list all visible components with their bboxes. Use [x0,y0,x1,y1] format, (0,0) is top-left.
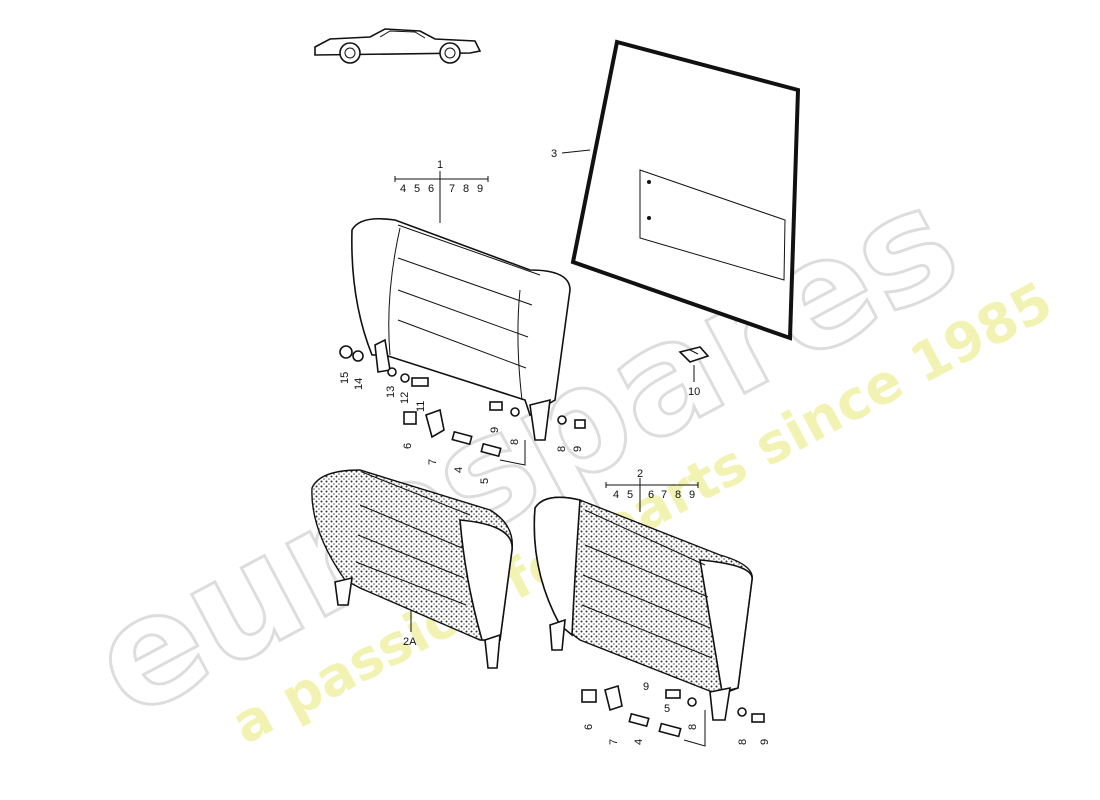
label-8a: 8 [509,439,521,445]
hardware-lower [581,684,765,747]
label-8b: 8 [556,446,568,452]
label-1-sub-5: 9 [477,183,483,195]
label-11: 11 [415,401,427,412]
label-8d: 8 [737,739,749,745]
label-1-sub-0: 4 [400,183,406,195]
clip-part [678,346,710,363]
label-1-sub-2: 6 [428,183,434,195]
label-5b: 5 [664,703,670,715]
label-9c: 9 [643,681,649,693]
seat-back-lower-left [311,469,514,669]
label-9d: 9 [759,739,771,745]
label-15: 15 [339,372,351,384]
label-9b: 9 [572,446,584,452]
car-thumbnail [314,28,482,64]
label-2-sub-2: 6 [648,489,654,501]
label-2-sub-0: 4 [613,489,619,501]
label-10: 10 [688,386,700,398]
label-2-sub-1: 5 [627,489,633,501]
label-2-sub-5: 9 [689,489,695,501]
label-1-sub-1: 5 [414,183,420,195]
lower-hardware-labels: 9 6 7 4 5 8 8 9 [583,681,771,745]
label-2-sub-4: 8 [675,489,681,501]
hardware-upper [339,345,586,466]
label-1-sub-3: 7 [449,183,455,195]
label-6b: 6 [583,724,595,730]
seat-back-lower-right [533,496,753,721]
label-12: 12 [399,392,411,404]
watermark: eurospares a passion for parts since 198… [64,151,1063,756]
callout-part-2: 2 4 5 6 7 8 9 [605,468,699,512]
label-6a: 6 [402,443,414,449]
label-2: 2 [637,468,643,480]
label-7b: 7 [608,739,620,745]
label-8c: 8 [687,724,699,730]
label-4b: 4 [633,739,645,745]
label-7a: 7 [427,459,439,465]
callout-single: 3 10 2A [403,148,700,648]
label-5a: 5 [479,478,491,484]
label-14: 14 [353,378,365,390]
label-3: 3 [551,148,557,160]
label-4a: 4 [453,467,465,473]
label-9a: 9 [489,427,501,433]
label-2-sub-3: 7 [661,489,667,501]
label-1-sub-4: 8 [463,183,469,195]
label-1: 1 [437,159,443,171]
rear-panel-frame [570,39,801,341]
label-13: 13 [385,386,397,398]
callout-part-1: 1 4 5 6 7 8 9 [394,159,489,223]
label-2A: 2A [403,636,417,648]
upper-hardware-labels: 15 14 13 12 11 9 8 8 9 6 7 4 5 [339,372,584,484]
